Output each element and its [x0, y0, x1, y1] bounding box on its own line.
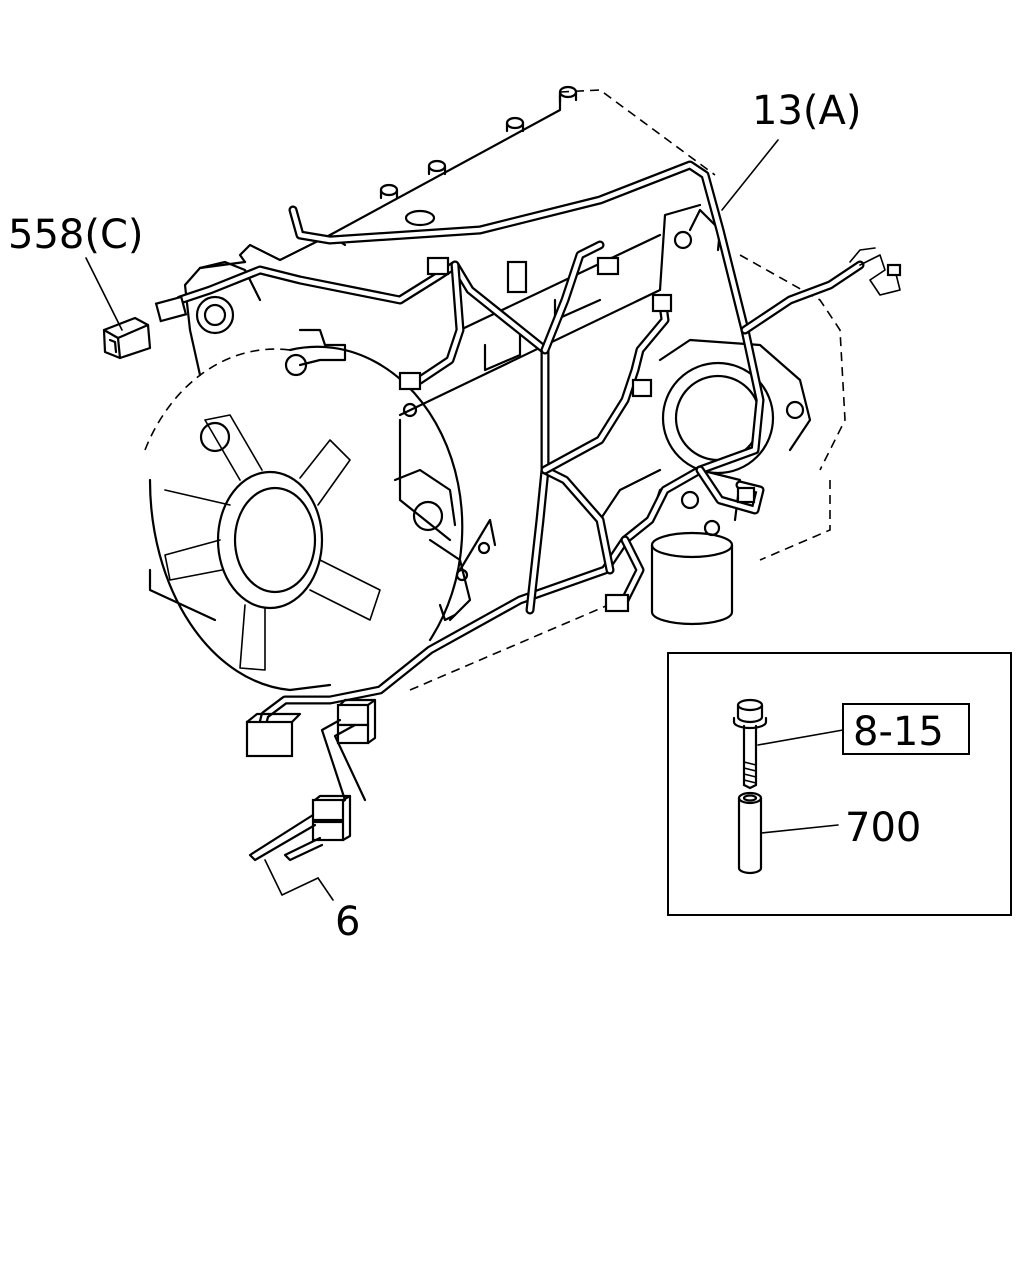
label-13: 13(A)	[752, 88, 861, 134]
connector-558	[85, 257, 152, 360]
bolt-part	[732, 698, 768, 790]
label-558: 558(C)	[8, 212, 144, 258]
label-700: 700	[845, 805, 921, 851]
sleeve-part	[737, 791, 763, 875]
cooling-fan	[144, 345, 464, 692]
leader-13	[721, 139, 779, 211]
label-6: 6	[335, 899, 360, 945]
connector-group-6	[245, 698, 377, 901]
engine-block	[148, 85, 846, 691]
wiring-harness	[154, 160, 902, 740]
detail-inset	[667, 652, 1012, 916]
label-8-15: 8-15	[853, 709, 944, 755]
cover-bolts	[379, 85, 578, 227]
